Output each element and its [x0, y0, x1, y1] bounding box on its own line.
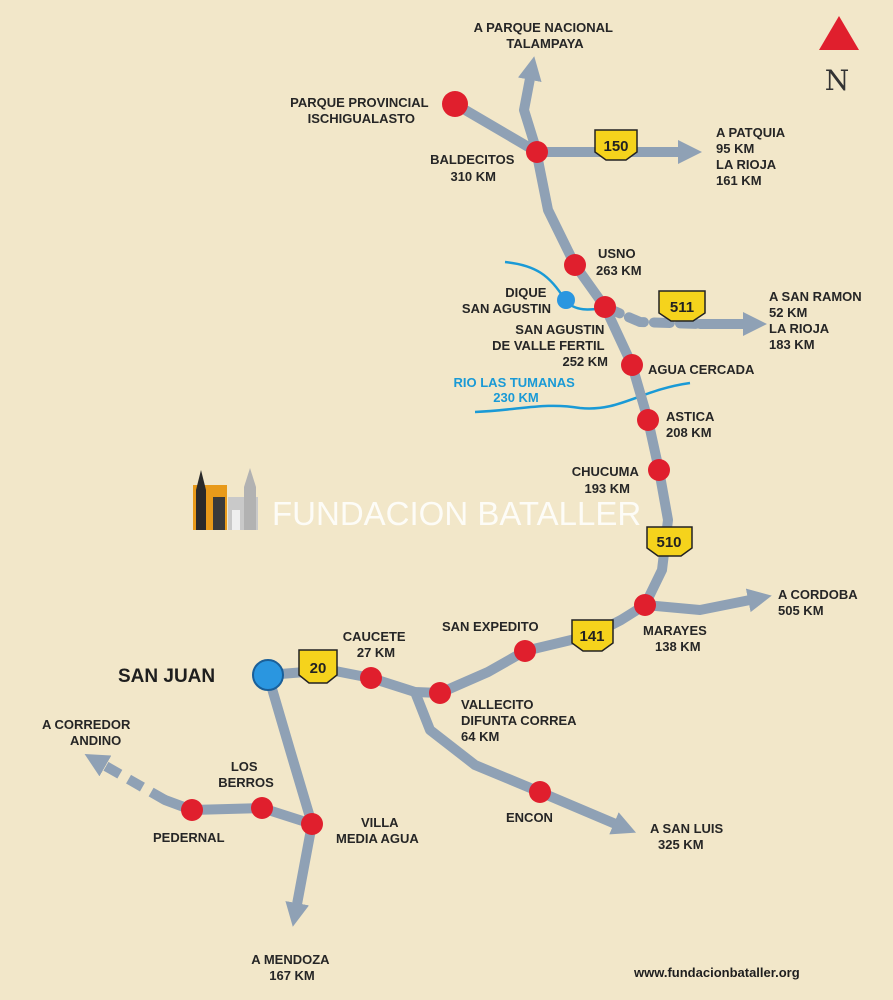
town-marker-encon [529, 781, 551, 803]
label-pedernal: PEDERNAL [153, 830, 225, 845]
label-san-juan: SAN JUAN [118, 666, 215, 687]
label-los-berros: LOS BERROS [218, 759, 274, 790]
capital-marker-san-juan [252, 659, 284, 691]
road-to-talampaya [517, 56, 542, 157]
church-logo-icon [193, 468, 258, 530]
town-marker-pedernal [181, 799, 203, 821]
route-shield-20: 20 [298, 649, 338, 684]
route-label-150: 150 [603, 138, 628, 155]
route-label-510: 510 [656, 534, 681, 551]
towns [181, 91, 670, 835]
label-dique: DIQUE SAN AGUSTIN [462, 285, 551, 316]
route-shield-150: 150 [594, 129, 638, 161]
town-marker-los-berros [251, 797, 273, 819]
label-baldecitos: BALDECITOS 310 KM [430, 152, 518, 184]
town-marker-vallecito [429, 682, 451, 704]
label-vallecito: VALLECITO DIFUNTA CORREA 64 KM [461, 697, 580, 744]
road-to-cordoba [640, 588, 772, 615]
road-to-corredor [84, 754, 168, 805]
route-shield-511: 511 [658, 290, 706, 322]
label-encon: ENCON [506, 810, 553, 825]
town-marker-media-agua [301, 813, 323, 835]
route-label-511: 511 [670, 299, 694, 316]
label-media-agua: VILLA MEDIA AGUA [336, 815, 419, 846]
north-arrow-icon [819, 16, 859, 50]
town-marker-san-expedito [514, 640, 536, 662]
label-agua-cercada: AGUA CERCADA [648, 362, 755, 377]
town-marker-agua-cercada [621, 354, 643, 376]
road-pedernal [160, 795, 317, 829]
label-mendoza: A MENDOZA 167 KM [251, 952, 332, 983]
watermark: FUNDACION BATALLER [193, 468, 641, 532]
website-url: www.fundacionbataller.org [633, 965, 800, 980]
label-marayes: MARAYES 138 KM [643, 623, 710, 654]
label-corredor: A CORREDOR ANDINO [42, 717, 134, 748]
north-label: N [825, 64, 850, 97]
road-to-san-ramon [600, 302, 705, 329]
label-talampaya: A PARQUE NACIONAL TALAMPAYA [474, 20, 617, 51]
label-cordoba: A CORDOBA 505 KM [778, 587, 861, 618]
town-marker-san-agustin [594, 296, 616, 318]
label-san-luis: A SAN LUIS 325 KM [650, 821, 727, 852]
town-marker-chucuma [648, 459, 670, 481]
north-indicator: N [819, 16, 859, 97]
label-san-agustin: SAN AGUSTIN DE VALLE FERTIL 252 KM [492, 322, 608, 369]
dique-marker [557, 291, 575, 309]
label-caucete: CAUCETE 27 KM [343, 629, 409, 660]
label-san-ramon: A SAN RAMON 52 KM LA RIOJA 183 KM [769, 289, 865, 352]
town-marker-ischigualasto [442, 91, 468, 117]
road-to-san-luis [410, 687, 637, 835]
route-label-20: 20 [310, 660, 327, 677]
label-chucuma: CHUCUMA 193 KM [572, 464, 642, 496]
label-patquia: A PATQUIA 95 KM LA RIOJA 161 KM [716, 125, 788, 188]
road-to-mendoza [263, 670, 317, 927]
road-ischigualasto [450, 99, 542, 157]
label-ischigualasto: PARQUE PROVINCIAL ISCHIGUALASTO [290, 95, 432, 126]
route-label-141: 141 [579, 628, 604, 645]
route-shields: 150 511 510 141 20 [298, 129, 706, 684]
town-marker-marayes [634, 594, 656, 616]
map-labels: A PARQUE NACIONAL TALAMPAYA PARQUE PROVI… [42, 20, 865, 983]
town-marker-baldecitos [526, 141, 548, 163]
town-marker-caucete [360, 667, 382, 689]
route-shield-510: 510 [646, 526, 693, 557]
label-astica: ASTICA 208 KM [666, 409, 718, 440]
route-shield-141: 141 [571, 619, 614, 652]
river-las-tumanas [474, 381, 691, 414]
label-usno: USNO 263 KM [596, 246, 642, 278]
town-marker-astica [637, 409, 659, 431]
town-marker-usno [564, 254, 586, 276]
label-river: RIO LAS TUMANAS 230 KM [454, 375, 579, 405]
label-san-expedito: SAN EXPEDITO [442, 619, 539, 634]
watermark-text: FUNDACION BATALLER [272, 495, 641, 532]
